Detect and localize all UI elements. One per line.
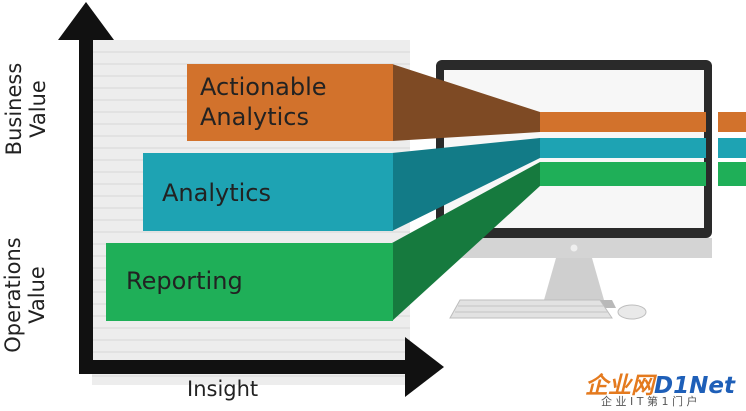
watermark-tagline: 企 业 I T 第 1 门 户: [601, 395, 698, 408]
analytics-bar: [143, 153, 393, 231]
analytics-connector: [392, 138, 540, 231]
reporting-label: Reporting: [126, 267, 243, 295]
y-axis: [58, 2, 114, 374]
actionable-strip: [540, 112, 706, 132]
y-axis-operations-value: Operations Value: [1, 237, 50, 353]
reporting-strip: [540, 162, 706, 186]
reporting-bar: [106, 243, 393, 321]
mouse-icon: [617, 304, 647, 320]
analytics-strip-tail: [718, 138, 746, 158]
keyboard-icon: [449, 299, 613, 319]
x-axis-title: Insight: [187, 377, 259, 401]
watermark-brand-b: D1Net: [654, 373, 735, 399]
y-axis-business-value: Business Value: [2, 62, 51, 156]
actionable-label: Actionable Analytics: [200, 73, 327, 131]
reporting-strip-tail: [718, 162, 746, 186]
watermark-logo: 企业网D1Net: [585, 366, 735, 400]
x-axis-arrow-icon: [405, 337, 444, 397]
actionable-strip-tail: [718, 112, 746, 132]
watermark-brand-a: 企业网: [585, 373, 654, 399]
y-axis-arrow-icon: [58, 2, 114, 40]
x-axis: [79, 337, 444, 397]
actionable-connector: [392, 64, 540, 141]
reporting-connector: [392, 162, 540, 321]
analytics-strip: [540, 138, 706, 158]
actionable-analytics-bar: [187, 64, 393, 141]
analytics-label: Analytics: [162, 179, 271, 207]
